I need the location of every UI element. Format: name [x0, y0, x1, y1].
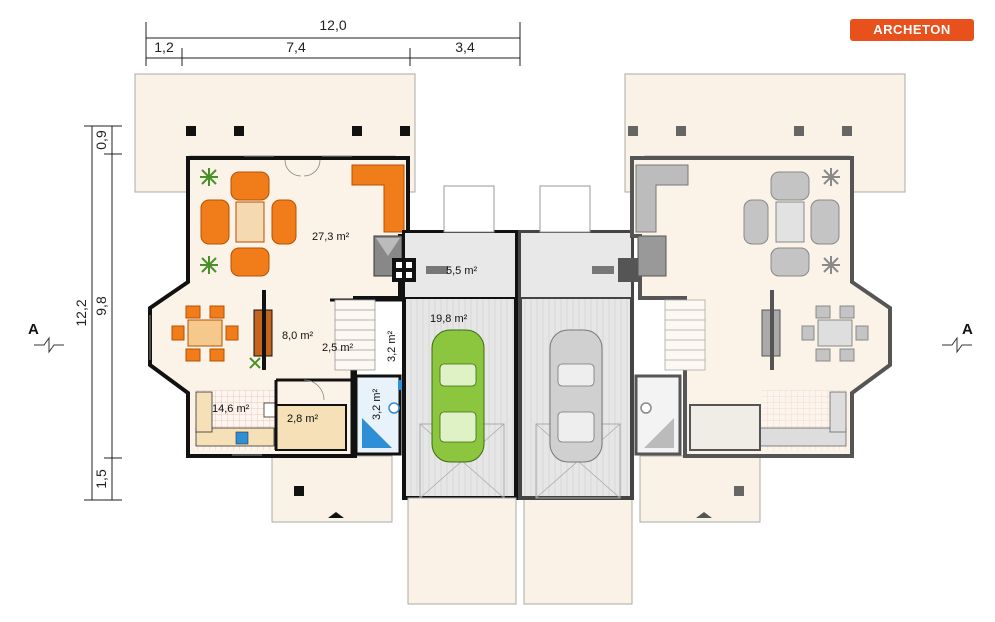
staircase — [664, 299, 706, 371]
living-room-area: 27,3 m² — [312, 231, 350, 243]
stair-area: 3,2 m² — [386, 330, 398, 362]
toilet-icon — [388, 402, 400, 414]
width-segment-2-label: 7,4 — [286, 39, 306, 55]
boiler-room-area: 5,5 m² — [446, 265, 478, 277]
kitchen-counter — [829, 391, 847, 433]
section-marker-right: A — [942, 321, 973, 354]
bathroom-area: 3,2 m² — [371, 388, 383, 420]
terrace-pillar — [676, 126, 686, 136]
car-icon — [549, 329, 603, 463]
entry-arrow — [696, 512, 712, 518]
dining-set — [801, 305, 869, 362]
terrace-pillar — [842, 126, 852, 136]
terrace-pillar — [794, 126, 804, 136]
width-segment-1-label: 1,2 — [154, 39, 174, 55]
boiler-icon — [592, 266, 614, 274]
stove-icon — [263, 402, 277, 418]
garage-side-door — [443, 185, 495, 233]
staircase — [334, 299, 376, 371]
storage-area: 2,8 m² — [287, 413, 319, 425]
section-marker-left: A — [28, 321, 64, 354]
garage-area: 19,8 m² — [430, 313, 468, 325]
shower-tray — [644, 418, 674, 448]
depth-segment-2-label: 9,8 — [93, 296, 109, 316]
dining-set — [171, 305, 239, 362]
terrace-pillar — [734, 486, 744, 496]
garage-side-door — [539, 185, 591, 233]
plant-icon — [200, 168, 261, 369]
depth-segment-3-label: 1,5 — [93, 469, 109, 489]
entry-arrow — [328, 512, 344, 518]
shower-tray — [362, 418, 392, 448]
dining-area: 8,0 m² — [282, 330, 314, 342]
storage-room — [689, 404, 761, 451]
dimension-lines — [84, 22, 521, 501]
storage-room — [275, 404, 347, 451]
overall-width-label: 12,0 — [319, 17, 346, 33]
terrace-pillar — [186, 126, 196, 136]
svg-text:A: A — [28, 321, 39, 338]
terrace-pillar — [234, 126, 244, 136]
terrace-pillar — [628, 126, 638, 136]
driveway-left — [407, 497, 517, 605]
width-segment-3-label: 3,4 — [455, 39, 475, 55]
hall-area: 2,5 m² — [322, 342, 354, 354]
kitchen-counter — [195, 427, 275, 447]
fireplace — [637, 235, 667, 277]
chimney — [392, 258, 416, 282]
garage-left — [392, 185, 518, 500]
corner-sofa — [635, 164, 689, 233]
living-furniture — [200, 171, 297, 277]
garage-right — [518, 185, 642, 500]
sink-icon — [235, 431, 249, 445]
archeton-logo: ARCHETON — [850, 19, 974, 41]
kitchen-counter — [195, 391, 213, 433]
kitchen-area: 14,6 m² — [212, 403, 250, 415]
terrace-pillar — [294, 486, 304, 496]
front-terrace-left — [271, 455, 393, 523]
depth-segment-1-label: 0,9 — [93, 130, 109, 150]
driveway-right — [523, 497, 633, 605]
terrace-pillar — [400, 126, 410, 136]
boiler-room — [403, 231, 517, 299]
car-icon — [431, 329, 485, 463]
corner-sofa — [351, 164, 405, 233]
svg-text:A: A — [962, 321, 973, 338]
living-furniture — [743, 171, 840, 277]
toilet-icon — [640, 402, 652, 414]
plant-icon — [822, 168, 840, 274]
overall-depth-label: 12,2 — [73, 299, 89, 326]
boiler-icon — [426, 266, 448, 274]
left-unit — [134, 73, 416, 523]
terrace-pillar — [352, 126, 362, 136]
right-unit — [624, 73, 906, 523]
